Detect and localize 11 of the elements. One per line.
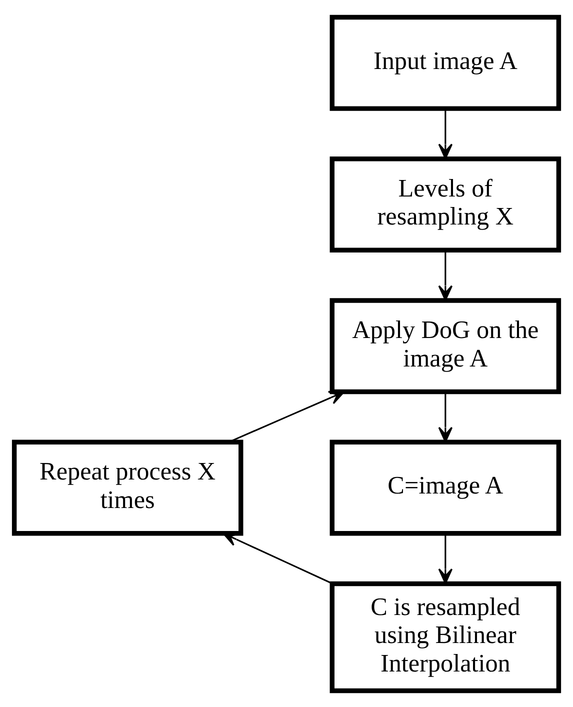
arrow bbox=[228, 390, 345, 442]
arrow bbox=[438, 250, 453, 300]
node-box: C is resampled using Bilinear Interpolation bbox=[330, 580, 562, 693]
node-box: Apply DoG on the image A bbox=[330, 298, 562, 394]
arrow bbox=[438, 392, 453, 442]
arrow bbox=[438, 108, 453, 159]
node-box: Levels of resampling X bbox=[330, 156, 562, 252]
node-box: C=image A bbox=[330, 439, 562, 536]
node-box: Input image A bbox=[330, 14, 562, 110]
node-box: Repeat process X times bbox=[12, 439, 244, 536]
arrow bbox=[438, 533, 453, 584]
